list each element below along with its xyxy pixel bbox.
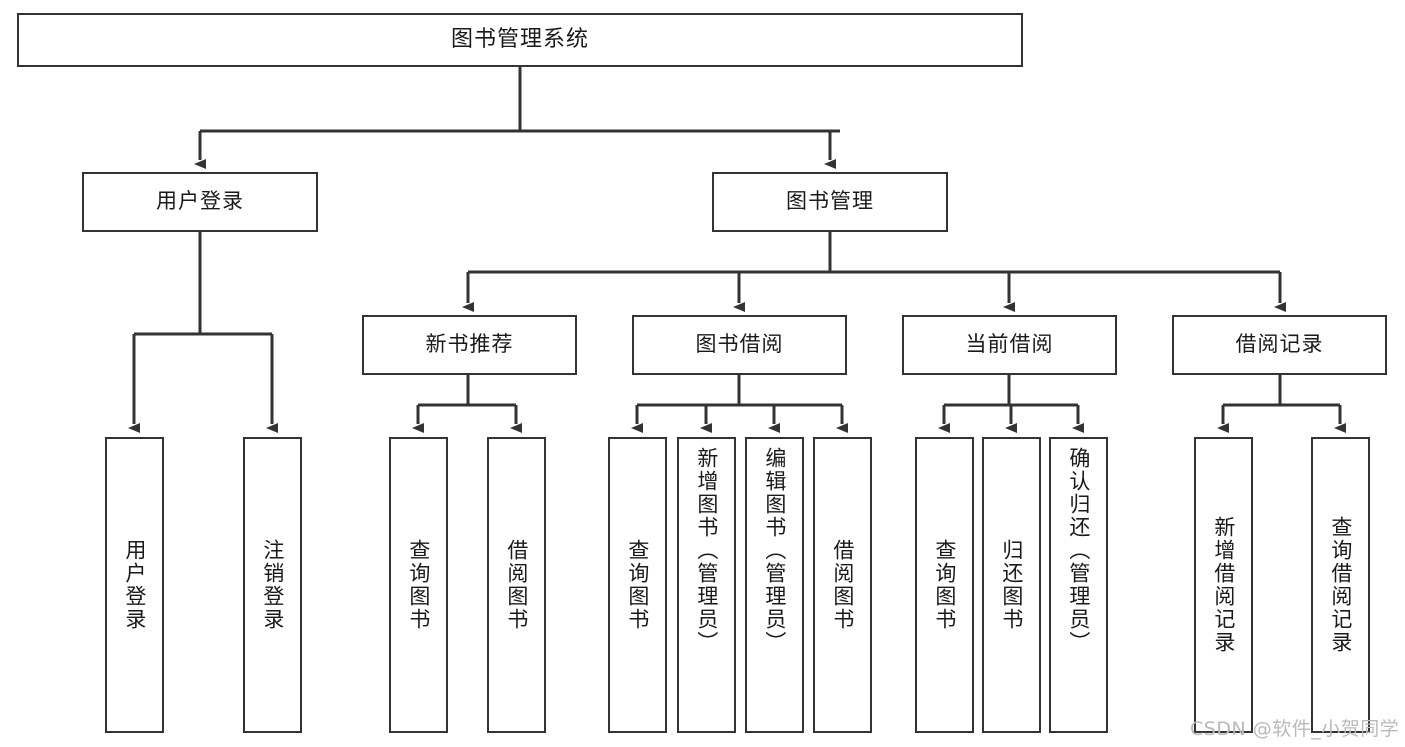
node-label: 归还图书 bbox=[999, 539, 1024, 631]
node-root-system[interactable]: 图书管理系统 bbox=[17, 13, 1023, 67]
node-label: 借阅图书 bbox=[504, 539, 529, 631]
node-label: 用户登录 bbox=[122, 539, 147, 631]
node-label: 查询图书 bbox=[932, 539, 957, 631]
node-label: 图书借阅 bbox=[695, 332, 784, 357]
leaf-borrow-add-book-admin[interactable]: 新增图书（管理员） bbox=[677, 437, 736, 733]
node-label: 确认归还（管理员） bbox=[1066, 447, 1091, 654]
leaf-recommend-query-book[interactable]: 查询图书 bbox=[389, 437, 448, 733]
node-label: 借阅记录 bbox=[1235, 332, 1324, 357]
node-new-book-recommend[interactable]: 新书推荐 bbox=[362, 315, 577, 375]
node-label: 查询图书 bbox=[406, 539, 431, 631]
node-label: 借阅图书 bbox=[830, 539, 855, 631]
node-label: 新增借阅记录 bbox=[1211, 516, 1236, 654]
leaf-current-confirm-return-admin[interactable]: 确认归还（管理员） bbox=[1049, 437, 1108, 733]
node-label: 编辑图书（管理员） bbox=[762, 447, 787, 654]
node-label: 新增图书（管理员） bbox=[694, 447, 719, 654]
node-label: 当前借阅 bbox=[965, 332, 1054, 357]
node-book-management[interactable]: 图书管理 bbox=[712, 172, 948, 232]
node-book-borrow[interactable]: 图书借阅 bbox=[632, 315, 847, 375]
leaf-logout[interactable]: 注销登录 bbox=[243, 437, 302, 733]
leaf-borrow-query-book[interactable]: 查询图书 bbox=[608, 437, 667, 733]
node-label: 查询图书 bbox=[625, 539, 650, 631]
node-label: 用户登录 bbox=[156, 189, 244, 214]
leaf-borrow-edit-book-admin[interactable]: 编辑图书（管理员） bbox=[745, 437, 804, 733]
node-user-login[interactable]: 用户登录 bbox=[82, 172, 318, 232]
leaf-current-return-book[interactable]: 归还图书 bbox=[982, 437, 1041, 733]
node-current-borrow[interactable]: 当前借阅 bbox=[902, 315, 1117, 375]
node-label: 新书推荐 bbox=[425, 332, 514, 357]
leaf-recommend-borrow-book[interactable]: 借阅图书 bbox=[487, 437, 546, 733]
watermark-text: CSDN @软件_小贺同学 bbox=[1190, 718, 1400, 740]
node-label: 图书管理系统 bbox=[450, 26, 589, 52]
node-borrow-record[interactable]: 借阅记录 bbox=[1172, 315, 1387, 375]
leaf-user-login[interactable]: 用户登录 bbox=[105, 437, 164, 733]
leaf-record-query-borrow-record[interactable]: 查询借阅记录 bbox=[1311, 437, 1370, 733]
node-label: 图书管理 bbox=[786, 189, 874, 214]
node-label: 注销登录 bbox=[260, 539, 285, 631]
leaf-borrow-borrow-book[interactable]: 借阅图书 bbox=[813, 437, 872, 733]
leaf-current-query-book[interactable]: 查询图书 bbox=[915, 437, 974, 733]
csdn-watermark: CSDN @软件_小贺同学 bbox=[1190, 714, 1399, 741]
node-label: 查询借阅记录 bbox=[1328, 516, 1353, 654]
leaf-record-add-borrow-record[interactable]: 新增借阅记录 bbox=[1194, 437, 1253, 733]
